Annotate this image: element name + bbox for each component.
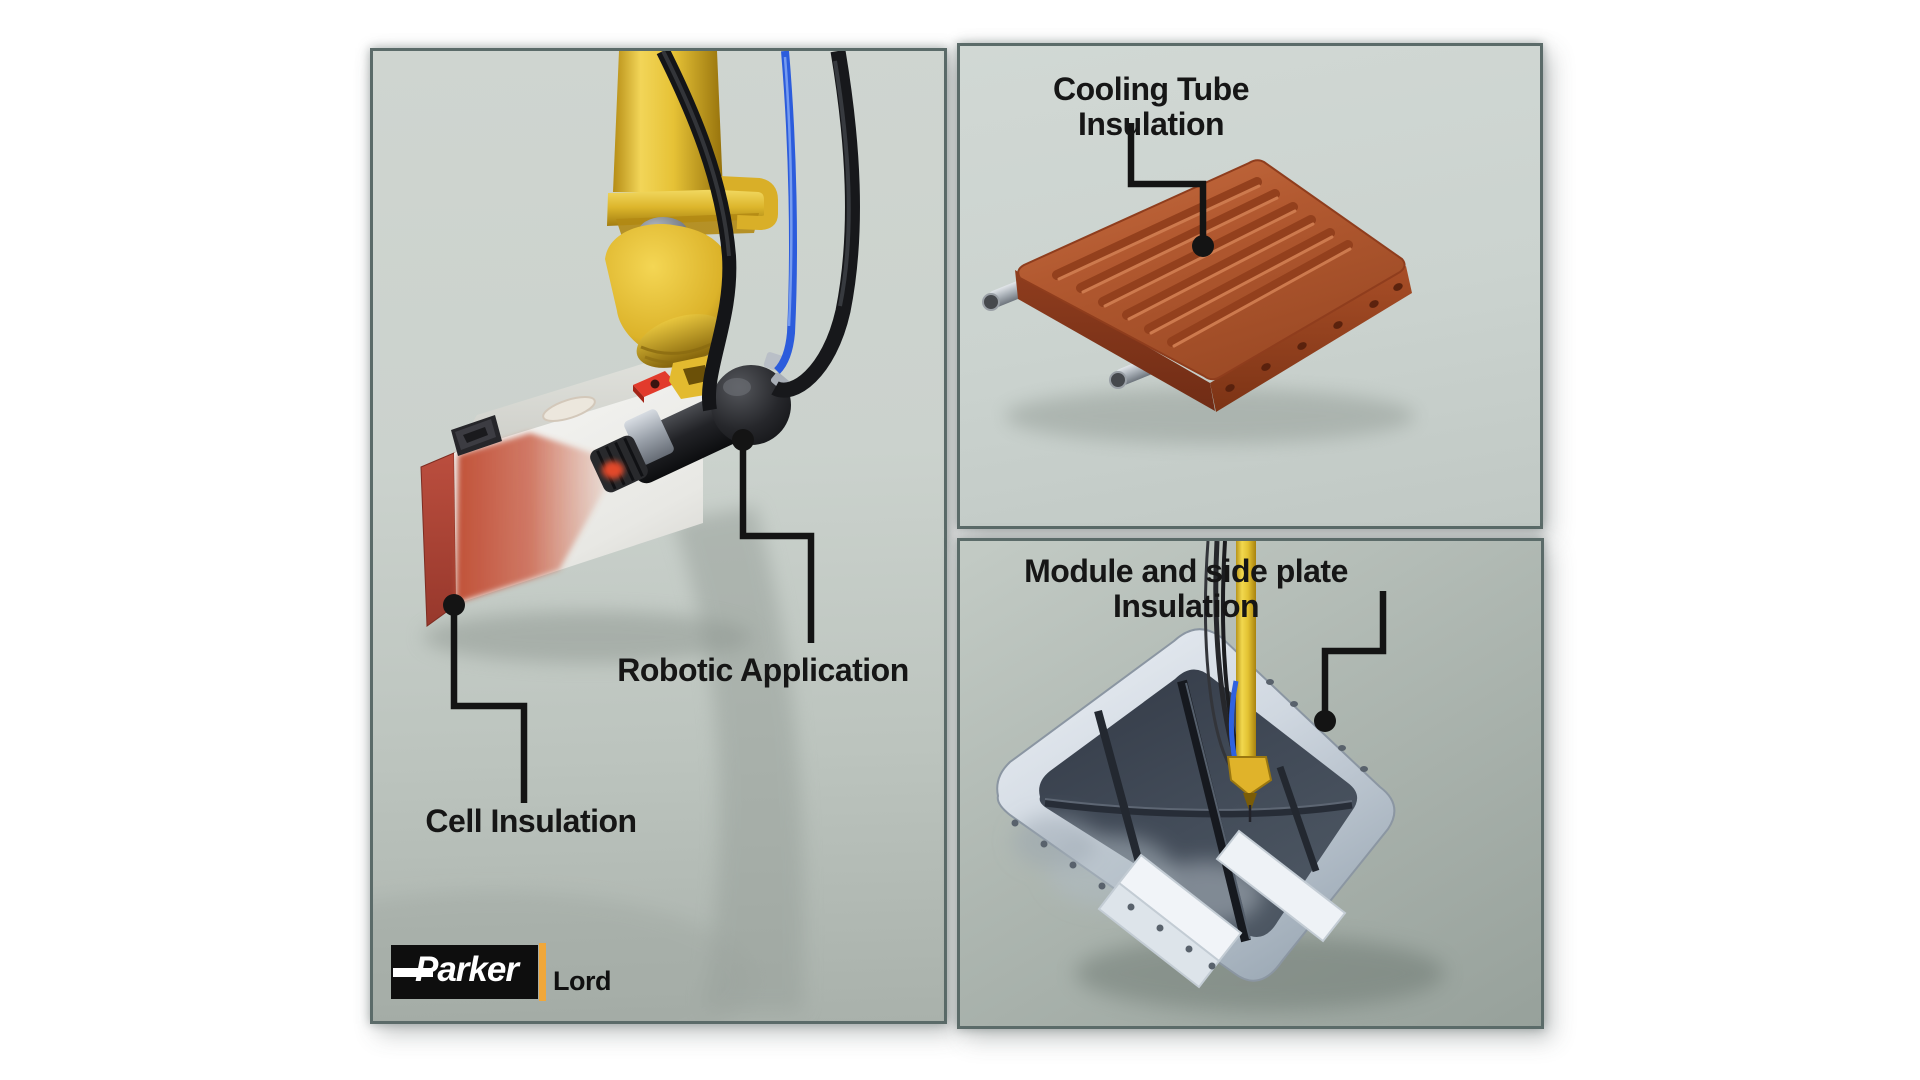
spray-coating: [456, 433, 620, 603]
plate-shadow: [1005, 388, 1415, 444]
nozzle-glow: [602, 461, 624, 479]
cooling-plate: [982, 159, 1412, 412]
battery-vent: [542, 396, 596, 422]
callout-dot-module: [1314, 710, 1336, 732]
callout-dot-cell-insulation: [443, 594, 465, 616]
plate-side-face: [1015, 270, 1215, 411]
battery-terminal-black: [451, 415, 502, 456]
parker-lord-logo: Parker Lord: [391, 943, 641, 1005]
battery-side-face-red: [420, 452, 457, 627]
panel-cell-insulation: Robotic Application Cell Insulation Park…: [370, 48, 947, 1024]
rod-head: [1226, 756, 1273, 797]
callouts-left: [450, 440, 815, 803]
callout-line-module: [1321, 591, 1387, 721]
parker-logo-dash: [393, 968, 433, 977]
robot-cable-bracket: [718, 176, 778, 231]
black-cable-right: [771, 51, 860, 398]
robot-wrist-cap: [636, 314, 726, 368]
callout-line-cooling-tube: [1127, 123, 1207, 246]
module-tray-art: [996, 541, 1445, 1011]
plate-grooves: [1052, 177, 1353, 348]
panel-cooling-tube-insulation: Cooling Tube Insulation: [957, 43, 1543, 529]
rod-body: [1236, 541, 1256, 757]
parker-logo-box: Parker: [391, 945, 538, 999]
label-cooling-tube-insulation: Cooling Tube Insulation: [1052, 71, 1250, 143]
lord-logo-wordmark: Lord: [553, 966, 612, 996]
robot-cables: [656, 51, 860, 412]
rod-tip: [1243, 793, 1257, 813]
robot-arm-column: [613, 51, 723, 192]
logo-divider-bar: [539, 943, 546, 1001]
label-robotic-application: Robotic Application: [617, 652, 909, 688]
dispense-rod: [1204, 541, 1273, 822]
callout-dot-cooling-tube: [1192, 235, 1214, 257]
callout-dot-robotic-application: [732, 429, 754, 451]
battery-tray: [996, 628, 1396, 989]
plate-mounting-skirt: [1210, 266, 1412, 412]
panel-module-side-plate-insulation: Module and side plate Insulation: [957, 538, 1544, 1029]
parker-logo-wordmark: Parker: [415, 950, 519, 989]
plate-mounting-holes: [1225, 283, 1403, 392]
callout-line-robotic-application: [739, 440, 815, 643]
cell-insulation-art: [373, 51, 860, 1021]
battery-terminal-red: [633, 371, 676, 403]
callout-line-cell-insulation: [450, 605, 528, 803]
cooling-tube-art: [982, 123, 1415, 444]
applicator: [590, 352, 794, 493]
label-cell-insulation: Cell Insulation: [425, 803, 637, 839]
label-module-side-plate-insulation: Module and side plate Insulation: [1024, 553, 1348, 625]
